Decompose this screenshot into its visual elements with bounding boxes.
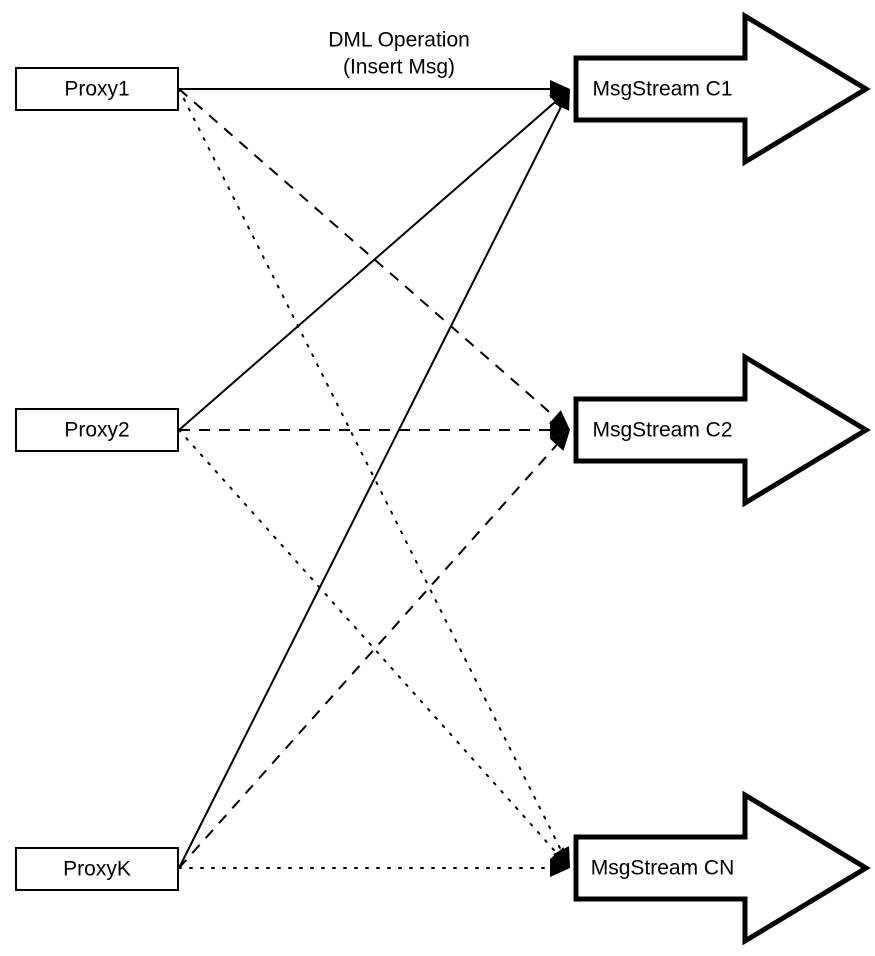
edge-line bbox=[178, 438, 563, 869]
proxy-label: ProxyK bbox=[63, 858, 131, 881]
proxy-node[interactable]: Proxy2 bbox=[15, 408, 179, 452]
proxy-node[interactable]: ProxyK bbox=[15, 847, 179, 891]
edge-arrowhead-icon bbox=[552, 89, 570, 111]
proxy-box[interactable] bbox=[15, 408, 179, 452]
edge-line bbox=[178, 429, 563, 860]
msgstream-node[interactable]: MsgStream C1 bbox=[573, 11, 871, 167]
annotation-line-1: DML Operation bbox=[328, 29, 470, 52]
edge-line bbox=[178, 88, 562, 423]
msgstream-label: MsgStream C2 bbox=[592, 419, 732, 442]
edge-dashed bbox=[179, 421, 570, 439]
msgstream-node[interactable]: MsgStream C2 bbox=[573, 352, 871, 508]
msgstream-block-arrow-icon[interactable] bbox=[573, 790, 871, 946]
msgstream-block-arrow-icon[interactable] bbox=[573, 352, 871, 508]
edge-dashed bbox=[178, 430, 570, 869]
msgstream-block-arrow-icon[interactable] bbox=[573, 11, 871, 167]
stream-nodes-layer: MsgStream C1 MsgStream C2 MsgStream CN bbox=[573, 11, 871, 946]
proxy-node[interactable]: Proxy1 bbox=[15, 67, 179, 111]
edge-arrowhead-icon bbox=[550, 80, 570, 98]
msgstream-label: MsgStream C1 bbox=[592, 78, 732, 101]
edge-arrowhead-icon bbox=[550, 859, 570, 877]
edge-line bbox=[178, 96, 562, 431]
annotations-layer: DML Operation (Insert Msg) bbox=[328, 29, 470, 79]
edge-dotted bbox=[178, 429, 570, 868]
edge-solid bbox=[178, 89, 570, 869]
diagram-annotation: DML Operation (Insert Msg) bbox=[328, 29, 470, 79]
proxy-label: Proxy2 bbox=[64, 419, 129, 442]
edge-line bbox=[178, 99, 566, 869]
edge-line bbox=[178, 88, 566, 858]
edge-arrowhead-icon bbox=[550, 421, 570, 439]
proxy-label: Proxy1 bbox=[64, 78, 129, 101]
edge-solid bbox=[179, 80, 570, 98]
annotation-line-2: (Insert Msg) bbox=[343, 56, 455, 79]
proxy-box[interactable] bbox=[15, 67, 179, 111]
edge-dotted bbox=[178, 859, 570, 877]
edges-layer bbox=[178, 80, 570, 877]
msgstream-node[interactable]: MsgStream CN bbox=[573, 790, 871, 946]
edge-arrowhead-icon bbox=[549, 430, 570, 451]
edge-arrowhead-icon bbox=[549, 847, 570, 868]
msgstream-label: MsgStream CN bbox=[591, 857, 735, 880]
proxy-box[interactable] bbox=[15, 847, 179, 891]
